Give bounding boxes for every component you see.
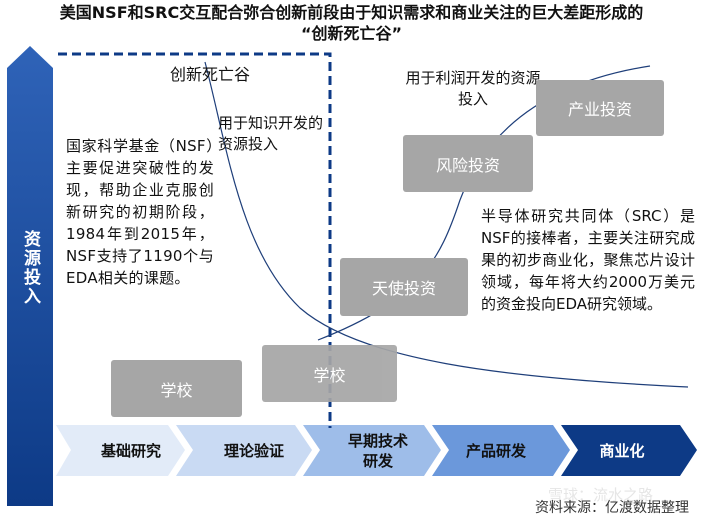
knowledge-curve: [204, 61, 689, 388]
profit-resource-label: 用于利润开发的资源投入: [405, 69, 541, 108]
stage-label-theory-validation: 理论验证: [223, 442, 284, 460]
box-school-2: 学校: [262, 345, 397, 402]
death-valley-frame: [58, 52, 332, 428]
y-axis-label-text: 资源投入: [20, 230, 40, 306]
box-industry-investment: 产业投资: [536, 80, 664, 136]
stage-chevron-4: [432, 425, 570, 476]
src-description: 半导体研究共同体（SRC）是NSF的接棒者，主要关注研究成果的初步商业化，聚焦芯…: [481, 207, 695, 313]
stage-label-basic-research: 基础研究: [100, 442, 161, 460]
nsf-description: 国家科学基金（NSF）主要促进突破性的发现，帮助企业克服创新研究的初期阶段，19…: [66, 137, 214, 287]
title-line-2: “创新死亡谷”: [300, 24, 403, 43]
stage-label-commercialization: 商业化: [599, 442, 645, 460]
stage-label-early-tech: 早期技术研发: [347, 432, 408, 470]
source-note: 资料来源：亿渡数据整理: [535, 500, 689, 516]
watermark: 雪球：流水之路: [548, 486, 654, 504]
box-angel-investment: 天使投资: [340, 258, 468, 316]
y-axis-arrow: [7, 46, 53, 506]
diagram-title: 美国NSF和SRC交互配合弥合创新前段由于知识需求和商业关注的巨大差距形成的 “…: [0, 2, 703, 44]
y-axis-label: 资源投入: [8, 230, 52, 306]
stage-chevron-5: [561, 425, 697, 476]
knowledge-resource-label: 用于知识开发的资源投入: [218, 114, 324, 153]
stage-chevron-1: [56, 425, 185, 476]
stage-chevron-3: [303, 425, 441, 476]
death-valley-label: 创新死亡谷: [170, 65, 251, 84]
stage-label-product-dev: 产品研发: [465, 442, 526, 460]
box-venture-investment: 风险投资: [403, 135, 533, 192]
box-school-1: 学校: [111, 360, 242, 417]
title-line-1: 美国NSF和SRC交互配合弥合创新前段由于知识需求和商业关注的巨大差距形成的: [59, 3, 644, 22]
stage-chevron-2: [176, 425, 312, 476]
